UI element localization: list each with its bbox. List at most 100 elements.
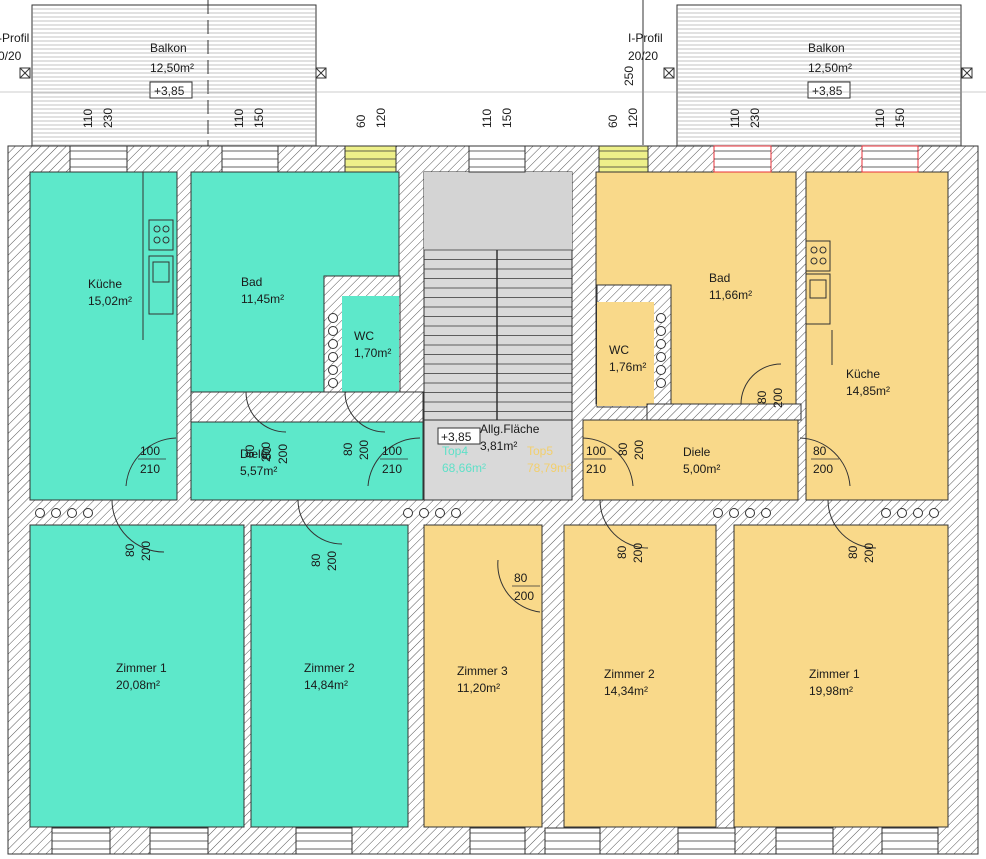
room-area-allg: 3,81m² (480, 439, 517, 453)
door-height-8: 200 (139, 541, 153, 561)
door-width-3: 100 (382, 444, 402, 458)
window-width-1: 110 (232, 109, 246, 128)
balcony-left-level-box (149, 81, 193, 99)
room-name-wc-left: WC (354, 329, 374, 343)
door-width-10: 80 (615, 545, 629, 559)
room-area-kueche-right: 14,85m² (846, 384, 890, 398)
room-area-kueche-left: 15,02m² (88, 294, 132, 308)
door-height-9: 200 (325, 551, 339, 571)
balcony-left-deck-lines (32, 8, 316, 146)
balcony-right-level: +3,85 (812, 84, 843, 98)
room-kueche-right (805, 171, 949, 501)
unit-top4-name: Top4 (442, 444, 468, 458)
iprofile-right-line1: I-Profil (628, 31, 663, 45)
balcony-right-label: Balkon (808, 41, 845, 55)
partition-right (646, 403, 802, 421)
window-width-4: 60 (606, 114, 620, 128)
door-width-12: 80 (514, 571, 528, 585)
balcony-left-label: Balkon (150, 41, 187, 55)
kitchen-left-appliance (142, 172, 174, 340)
window-height-2: 120 (374, 108, 388, 128)
door-height-2: 200 (357, 440, 371, 460)
room-zimmer1-left (29, 524, 245, 828)
window-width-5: 110 (728, 109, 742, 128)
room-area-zimmer3-right: 11,20m² (457, 681, 500, 695)
kitchen-right-appliance (805, 240, 833, 365)
unit-top4-area: 68,66m² (442, 461, 486, 475)
room-kueche-left (29, 171, 178, 501)
door-width-11: 80 (846, 545, 860, 559)
door-height-13: 200 (276, 444, 290, 464)
room-name-kueche-left: Küche (88, 277, 122, 291)
beam-support-icons (19, 67, 973, 79)
door-width-1: 80 (243, 444, 257, 458)
room-area-zimmer2-right: 14,34m² (604, 684, 648, 698)
room-area-zimmer1-left: 20,08m² (116, 678, 160, 692)
balcony-left (31, 4, 317, 148)
room-diele-right (582, 419, 799, 501)
door-width-7: 80 (813, 444, 827, 458)
room-name-zimmer1-left: Zimmer 1 (116, 661, 167, 675)
balcony-left-level: +3,85 (154, 84, 185, 98)
balcony-right (676, 4, 962, 148)
stair-level-box (437, 427, 481, 445)
room-area-diele-right: 5,00m² (683, 462, 720, 476)
balcony-left-area: 12,50m² (150, 61, 194, 75)
partition-left (190, 391, 424, 423)
unit-left (29, 171, 424, 828)
door-height-4: 210 (586, 462, 606, 476)
door-height-6: 200 (771, 388, 785, 408)
room-name-wc-right: WC (609, 343, 629, 357)
room-wc-left (342, 296, 399, 394)
room-name-bad-left: Bad (241, 275, 262, 289)
door-height-11: 200 (862, 543, 876, 563)
room-name-zimmer1-right: Zimmer 1 (809, 667, 860, 681)
room-name-bad-right: Bad (709, 271, 730, 285)
unit-top5-area: 78,79m² (527, 461, 571, 475)
door-height-12: 200 (514, 589, 534, 603)
unit-top5-name: Top5 (527, 444, 553, 458)
pipe-circles (35, 313, 939, 518)
room-zimmer2-right (563, 524, 717, 828)
window-height-6: 150 (893, 108, 907, 128)
room-name-zimmer3-right: Zimmer 3 (457, 664, 508, 678)
room-area-bad-left: 11,45m² (241, 292, 284, 306)
iprofile-left-line1: -Profil (0, 31, 29, 45)
unit-right (423, 171, 949, 828)
door-height-0: 210 (140, 462, 160, 476)
door-width-9: 80 (309, 553, 323, 567)
window-height-0: 230 (101, 108, 115, 128)
room-zimmer3-right (423, 524, 543, 828)
window-width-0: 110 (81, 109, 95, 128)
door-height-3: 210 (382, 462, 402, 476)
room-area-zimmer2-left: 14,84m² (304, 678, 348, 692)
room-area-wc-right: 1,76m² (609, 360, 646, 374)
window-height-5: 230 (748, 108, 762, 128)
door-height-7: 200 (813, 462, 833, 476)
room-name-diele-right: Diele (683, 445, 711, 459)
windows (51, 145, 939, 855)
window-height-4: 120 (626, 108, 640, 128)
balcony-right-deck-lines (677, 8, 961, 146)
dim-250: 250 (622, 66, 636, 86)
room-area-wc-left: 1,70m² (354, 346, 391, 360)
room-wc-right (597, 302, 654, 406)
door-height-1: 200 (259, 442, 273, 462)
door-width-13: 80 (260, 446, 274, 460)
room-name-zimmer2-right: Zimmer 2 (604, 667, 655, 681)
window-width-2: 60 (354, 114, 368, 128)
room-diele-left (190, 421, 424, 501)
window-height-3: 150 (500, 108, 514, 128)
room-name-allg: Allg.Fläche (480, 422, 540, 436)
room-name-zimmer2-left: Zimmer 2 (304, 661, 355, 675)
room-zimmer1-right (733, 524, 949, 828)
door-width-0: 100 (140, 444, 160, 458)
balcony-right-level-box (807, 81, 851, 99)
room-labels: Küche15,02m²Bad11,45m²WC1,70m²Diele5,57m… (88, 271, 890, 698)
door-width-6: 80 (755, 390, 769, 404)
door-height-5: 200 (632, 440, 646, 460)
balcony-right-area: 12,50m² (808, 61, 852, 75)
